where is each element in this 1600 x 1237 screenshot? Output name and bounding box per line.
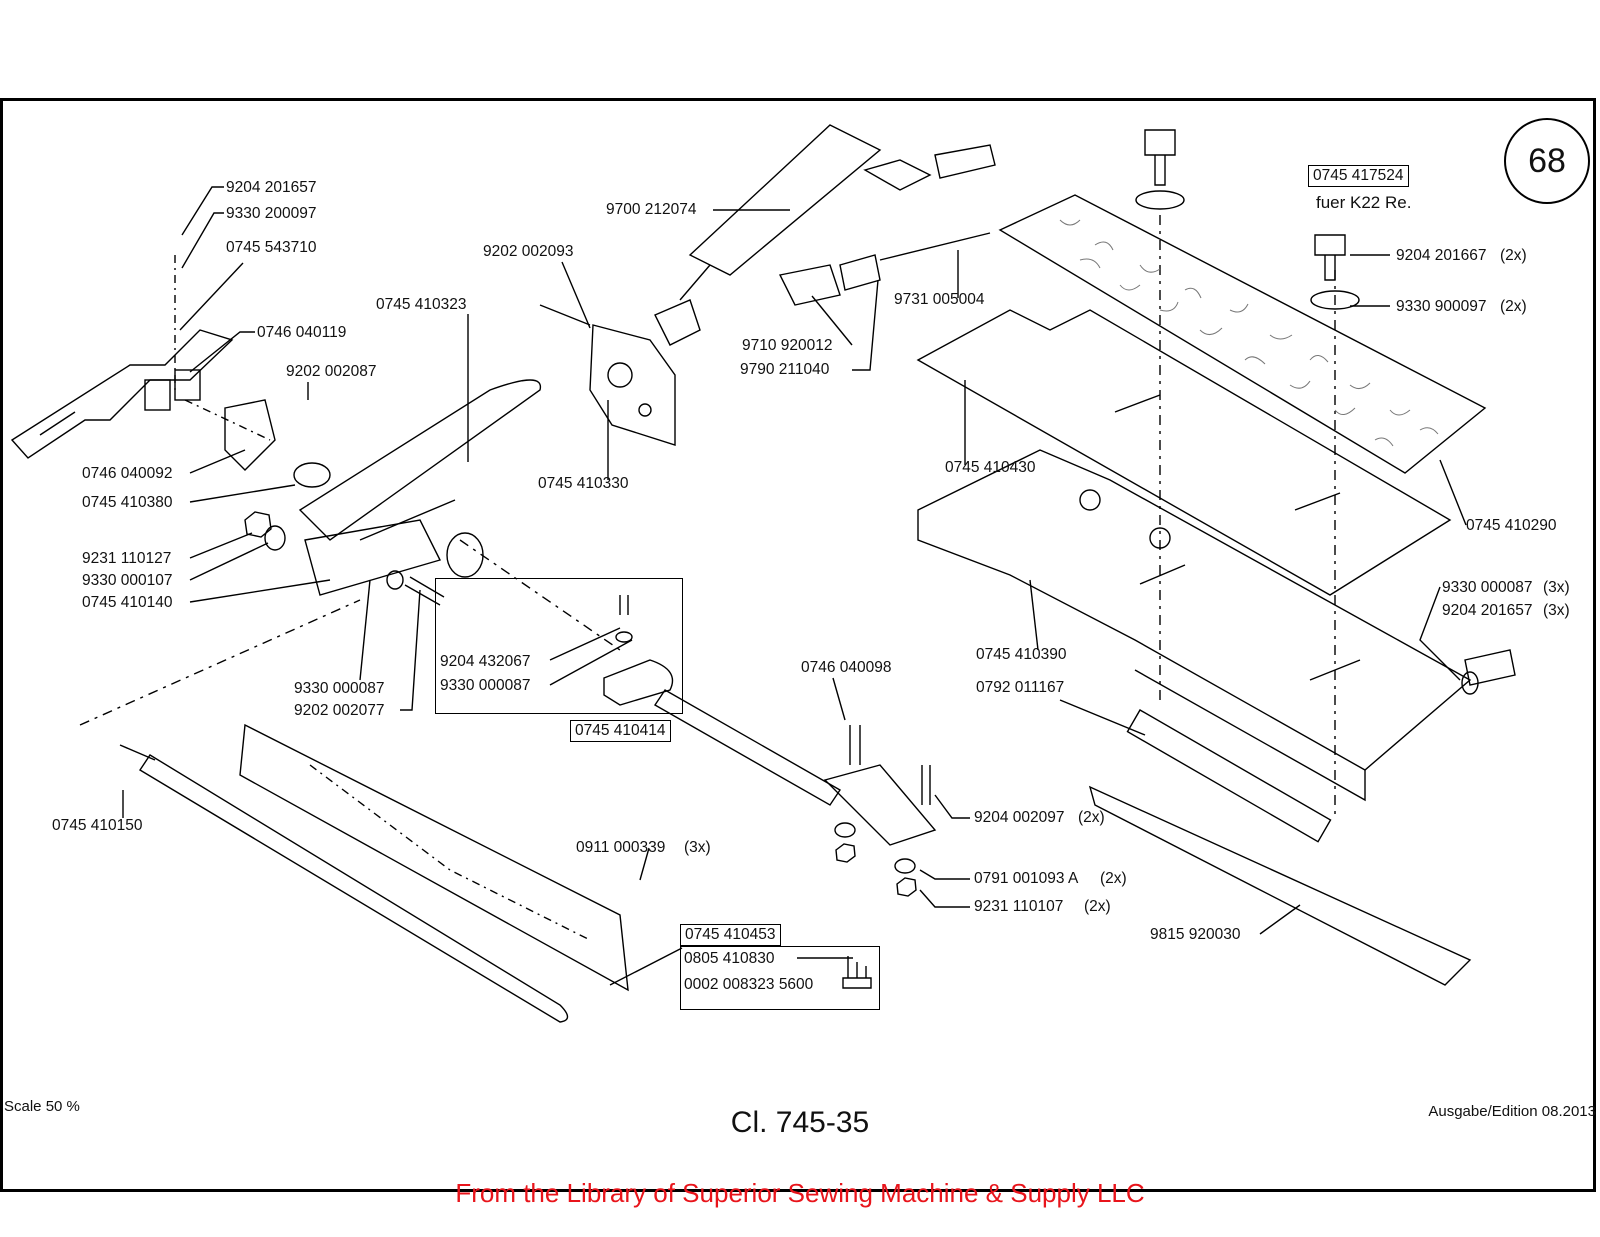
diagram-frame (0, 98, 1596, 1192)
part-label: 0745 410430 (945, 459, 1036, 476)
part-label: 9330 000087 (1442, 579, 1533, 596)
part-label: 9202 002077 (294, 702, 385, 719)
part-qty: (2x) (1500, 247, 1527, 264)
part-label: 9700 212074 (606, 201, 697, 218)
part-label: 9330 000087 (440, 677, 531, 694)
part-label: 9202 002093 (483, 243, 574, 260)
scale-label: Scale 50 % (4, 1098, 80, 1115)
part-label: 9710 920012 (742, 337, 833, 354)
part-label: 0745 410323 (376, 296, 467, 313)
part-label: 9330 200097 (226, 205, 317, 222)
part-label: 9204 432067 (440, 653, 531, 670)
part-qty: (2x) (1078, 809, 1105, 826)
part-label: 9204 201657 (1442, 602, 1533, 619)
part-label: 0791 001093 A (974, 870, 1079, 887)
part-qty: (3x) (1543, 579, 1570, 596)
part-label: 9204 201657 (226, 179, 317, 196)
part-label: 9231 110107 (974, 898, 1064, 915)
kit-note: fuer K22 Re. (1316, 193, 1412, 212)
edition-label: Ausgabe/Edition 08.2013 (1428, 1103, 1596, 1120)
part-label: 0746 040092 (82, 465, 173, 482)
part-label: 0746 040119 (257, 324, 347, 341)
part-label: 0745 410140 (82, 594, 173, 611)
detail-box-label: 0745 410414 (570, 720, 671, 742)
brush-detail-box (680, 946, 880, 1010)
part-label: 0792 011167 (976, 679, 1065, 696)
part-label: 9231 110127 (82, 550, 172, 567)
part-qty: (2x) (1084, 898, 1111, 915)
part-label: 0745 410150 (52, 817, 143, 834)
part-label: 9202 002087 (286, 363, 377, 380)
part-label: 0745 410290 (1466, 517, 1557, 534)
part-qty: (2x) (1100, 870, 1127, 887)
part-label: 9815 920030 (1150, 926, 1241, 943)
page-number-circle: 68 (1504, 118, 1590, 204)
class-title: Cl. 745-35 (730, 1106, 870, 1139)
part-label: 0745 410390 (976, 646, 1067, 663)
part-label: 0911 000339 (576, 839, 666, 856)
part-label: 9330 000107 (82, 572, 173, 589)
part-label: 9790 211040 (740, 361, 830, 378)
part-label: 0745 543710 (226, 239, 317, 256)
part-label: 9204 002097 (974, 809, 1065, 826)
library-notice: From the Library of Superior Sewing Mach… (455, 1178, 1145, 1208)
part-label: 9330 000087 (294, 680, 385, 697)
kit-label: 0745 417524 (1308, 165, 1409, 187)
kit-label-2: 0745 410453 (680, 924, 781, 946)
part-label: 0745 410380 (82, 494, 173, 511)
part-label: 9204 201667 (1396, 247, 1487, 264)
part-label: 9330 900097 (1396, 298, 1487, 315)
part-label: 0002 008323 5600 (684, 976, 814, 993)
part-label: 0746 040098 (801, 659, 892, 676)
part-qty: (3x) (1543, 602, 1570, 619)
part-qty: (2x) (1500, 298, 1527, 315)
part-label: 0805 410830 (684, 950, 775, 967)
detail-box (435, 578, 683, 714)
part-label: 9731 005004 (894, 291, 985, 308)
part-qty: (3x) (684, 839, 711, 856)
part-label: 0745 410330 (538, 475, 629, 492)
